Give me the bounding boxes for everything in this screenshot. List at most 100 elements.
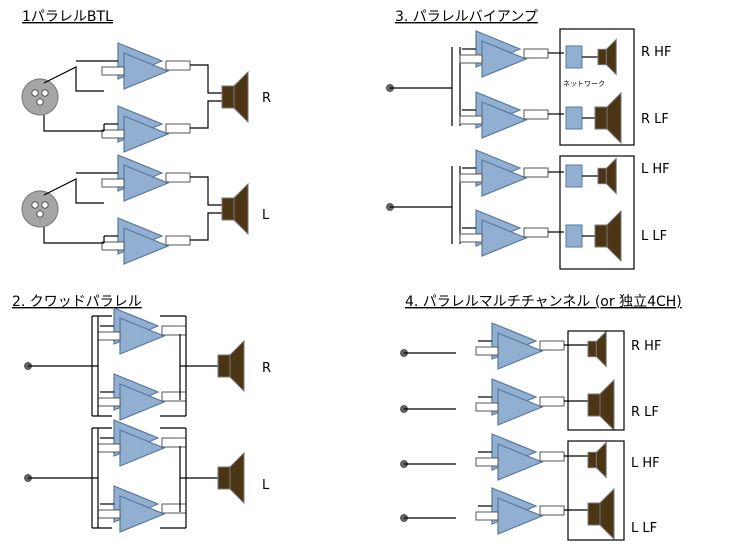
amp-input-box: [459, 115, 483, 125]
amplifier-icon: [97, 419, 187, 467]
xlr-pin: [31, 201, 39, 209]
wire: [190, 176, 222, 206]
speaker-cone: [233, 182, 249, 236]
amp-output-box: [539, 396, 565, 407]
s2-label-l: L: [262, 478, 270, 493]
amplifier-icon: [459, 30, 549, 78]
xlr-pin: [31, 89, 39, 97]
amp-output-box: [165, 123, 191, 134]
xlr-body: [21, 190, 59, 228]
speaker-cone: [605, 157, 617, 195]
amplifier-icon: [101, 217, 191, 265]
amp-output-box: [161, 391, 187, 402]
amplifier-icon: [97, 373, 187, 421]
amp-output-box: [165, 235, 191, 246]
speaker-magnet: [587, 393, 601, 417]
speaker-cone: [229, 339, 245, 393]
amp-input-box: [97, 443, 121, 453]
speaker-magnet: [597, 48, 607, 66]
xlr-connector-icon: [21, 190, 59, 228]
speaker-enclosure-box: [559, 28, 635, 146]
speaker-magnet: [217, 354, 231, 378]
speaker-magnet: [221, 197, 235, 221]
s3-label-l-hf: L HF: [641, 162, 670, 177]
amplifier-icon: [459, 209, 549, 257]
amp-input-box: [97, 397, 121, 407]
amplifier-icon: [97, 485, 187, 533]
network-box: [565, 106, 583, 130]
amplifier-icon: [475, 378, 565, 426]
amp-input-box: [475, 511, 499, 521]
amp-input-box: [101, 66, 125, 76]
amp-input-box: [101, 129, 125, 139]
speaker-cone: [233, 70, 249, 124]
section4-title: 4. パラレルマルチチャンネル (or 独立4CH): [405, 294, 682, 310]
wire: [43, 178, 104, 204]
wire: [43, 115, 104, 132]
s4-label-l-hf: L HF: [631, 456, 660, 471]
amp-output-box: [165, 172, 191, 183]
wire: [190, 100, 222, 129]
amp-input-box: [459, 54, 483, 64]
speaker-icon: [597, 38, 617, 76]
amp-output-box: [539, 340, 565, 351]
amp-output-box: [161, 503, 187, 514]
amp-output-box: [523, 48, 549, 59]
xlr-pin: [36, 98, 44, 106]
s3-label-l-lf: L LF: [641, 229, 667, 244]
speaker-icon: [217, 339, 245, 393]
speaker-magnet: [221, 85, 235, 109]
speaker-icon: [597, 157, 617, 195]
speaker-cone: [595, 330, 607, 368]
wire: [190, 64, 222, 94]
amplifier-icon: [97, 307, 187, 355]
speaker-cone: [606, 209, 622, 263]
amplifier-icon: [459, 149, 549, 197]
section1-title: 1パラレルBTL: [22, 9, 113, 25]
wire: [190, 212, 222, 241]
speaker-cone: [595, 441, 607, 479]
s3-label-r-lf: R LF: [641, 112, 669, 127]
amp-input-box: [97, 331, 121, 341]
amplifier-icon: [475, 322, 565, 370]
amp-input-box: [475, 457, 499, 467]
amp-input-box: [97, 509, 121, 519]
xlr-body: [21, 78, 59, 116]
speaker-icon: [221, 182, 249, 236]
speaker-icon: [594, 91, 622, 145]
speaker-icon: [587, 441, 607, 479]
speaker-cone: [606, 91, 622, 145]
amp-output-box: [539, 505, 565, 516]
s4-label-r-hf: R HF: [631, 339, 661, 354]
s4-label-r-lf: R LF: [631, 405, 659, 420]
amp-input-box: [459, 173, 483, 183]
amplifier-icon: [101, 154, 191, 202]
speaker-cone: [229, 451, 245, 505]
speaker-magnet: [594, 224, 608, 248]
speaker-magnet: [587, 340, 597, 358]
s3-label-r-hf: R HF: [641, 45, 671, 60]
speaker-enclosure-box: [567, 440, 625, 541]
speaker-cone: [599, 487, 615, 541]
speaker-magnet: [587, 451, 597, 469]
amp-input-box: [475, 402, 499, 412]
xlr-connector-icon: [21, 78, 59, 116]
speaker-icon: [217, 451, 245, 505]
speaker-cone: [605, 38, 617, 76]
speaker-magnet: [217, 466, 231, 490]
s1-label-r: R: [262, 91, 271, 106]
network-box: [565, 45, 583, 69]
amp-output-box: [165, 60, 191, 71]
xlr-pin: [41, 201, 49, 209]
amplifier-icon: [101, 105, 191, 153]
amplifier-icon: [459, 91, 549, 139]
network-box: [565, 164, 583, 188]
s4-label-l-lf: L LF: [631, 521, 657, 536]
amp-output-box: [161, 325, 187, 336]
amplifier-icon: [475, 433, 565, 481]
amp-output-box: [523, 167, 549, 178]
section2-title: 2. クワッドパラレル: [12, 294, 142, 310]
amp-input-box: [459, 233, 483, 243]
section3-title: 3. パラレルバイアンプ: [395, 9, 538, 25]
